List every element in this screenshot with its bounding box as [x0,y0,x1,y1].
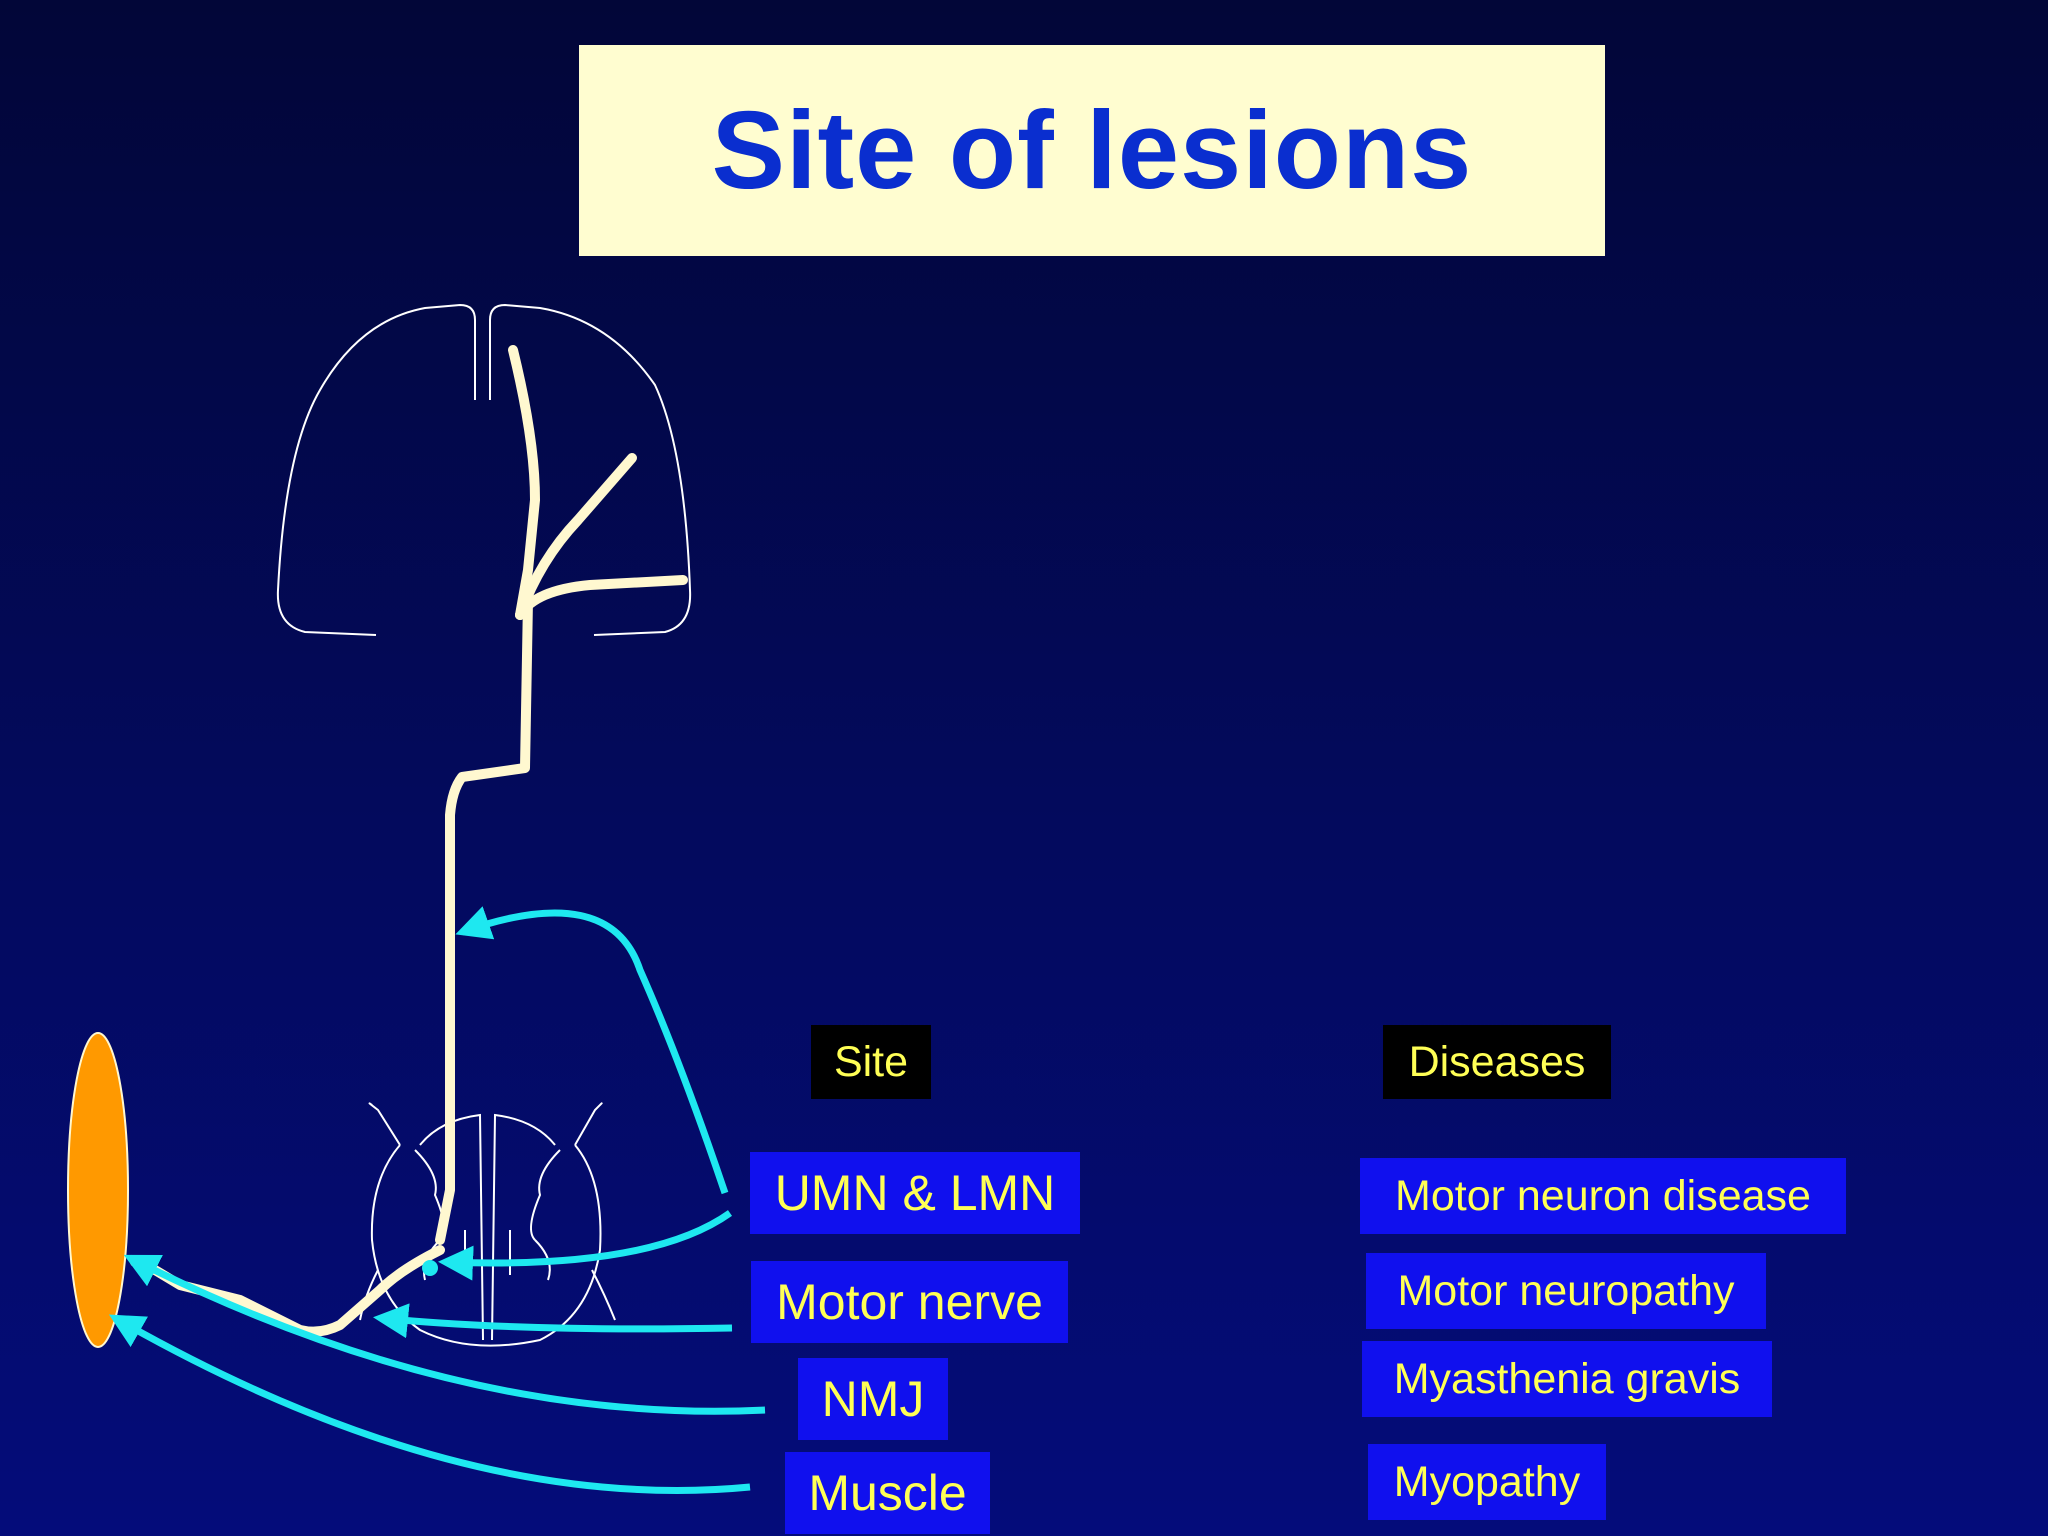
site-label-umn-lmn: UMN & LMN [750,1152,1080,1234]
arrow-nmj [123,1254,766,1415]
site-label-nmj: NMJ [798,1358,948,1440]
diseases-header: Diseases [1383,1025,1611,1099]
site-label-muscle: Muscle [785,1452,990,1534]
motor-pathway [130,345,688,1337]
arrow-motor-nerve [373,1303,733,1339]
page-title: Site of lesions [711,89,1473,212]
muscle-shape [67,1032,129,1348]
spinal-cord-section [359,1102,616,1347]
disease-label-myopathy: Myopathy [1368,1444,1606,1520]
title-box: Site of lesions [579,45,1605,256]
site-header: Site [811,1025,931,1099]
brain-outline [276,303,692,636]
arrow-umn-lmn-cell [438,1210,733,1281]
disease-label-motor-neuron-disease: Motor neuron disease [1360,1158,1846,1234]
disease-label-myasthenia-gravis: Myasthenia gravis [1362,1341,1772,1417]
lmn-cell-body [422,1260,438,1276]
site-arrows [108,906,766,1494]
disease-label-motor-neuropathy: Motor neuropathy [1366,1253,1766,1329]
arrow-umn-lmn [455,906,729,1195]
site-label-motor-nerve: Motor nerve [751,1261,1068,1343]
arrow-muscle [108,1314,751,1494]
